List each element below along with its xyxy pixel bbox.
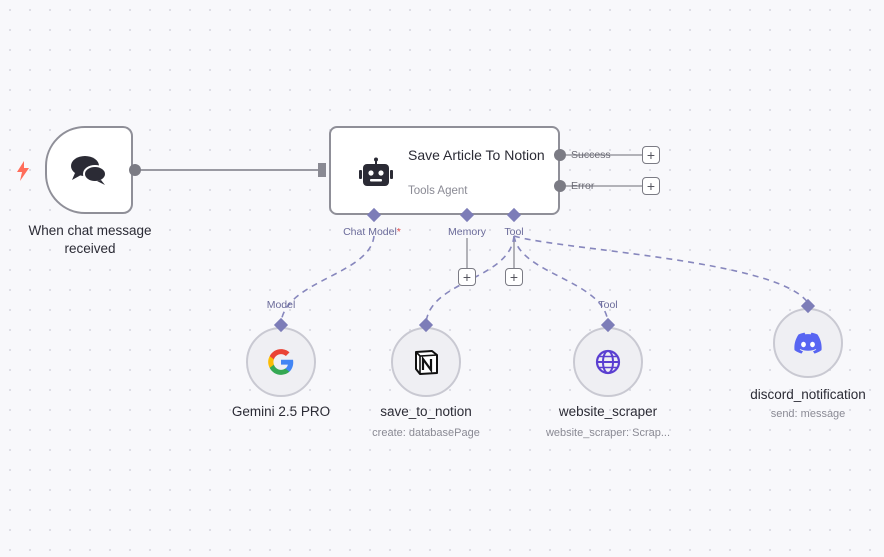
trigger-output-handle[interactable]: [129, 164, 141, 176]
discord-wire: [513, 235, 809, 304]
agent-input-handle[interactable]: [318, 163, 326, 177]
trigger-bolt-icon: [17, 161, 29, 181]
trigger-label-line2: received: [64, 241, 116, 256]
discord-subtitle: send: message: [770, 408, 846, 420]
gemini-label: Gemini 2.5 PRO: [231, 404, 331, 419]
scraper-subtitle: website_scraper: Scrap...: [545, 427, 671, 439]
agent-subtitle: Tools Agent: [408, 185, 468, 197]
robot-icon: [359, 157, 393, 186]
discord-icon: [794, 332, 822, 354]
scraper-tool-handle-label: Tool: [598, 299, 618, 311]
gemini-node[interactable]: [246, 327, 316, 397]
error-label: Error: [571, 180, 595, 192]
add-error-node-button[interactable]: +: [642, 177, 660, 195]
notion-node[interactable]: [391, 327, 461, 397]
gemini-model-handle-label: Model: [266, 299, 296, 311]
success-output-handle[interactable]: [554, 149, 566, 161]
add-memory-button[interactable]: +: [458, 268, 476, 286]
error-output-handle[interactable]: [554, 180, 566, 192]
success-label: Success: [571, 149, 611, 161]
scraper-label: website_scraper: [558, 404, 658, 419]
chat-model-label: Chat Model*: [343, 226, 401, 238]
globe-icon: [595, 349, 621, 375]
add-success-node-button[interactable]: +: [642, 146, 660, 164]
agent-title: Save Article To Notion: [408, 147, 545, 163]
discord-node[interactable]: [773, 308, 843, 378]
chat-bubbles-icon: [71, 156, 107, 185]
add-tool-button[interactable]: +: [505, 268, 523, 286]
scraper-wire: [513, 235, 609, 324]
google-icon: [268, 349, 294, 375]
tools-agent-node[interactable]: Save Article To Notion Tools Agent: [329, 126, 560, 215]
tool-label: Tool: [504, 226, 524, 238]
notion-label: save_to_notion: [380, 404, 472, 419]
memory-label: Memory: [448, 226, 486, 238]
trigger-label-line1: When chat message: [28, 223, 152, 238]
notion-subtitle: create: databasePage: [372, 427, 480, 439]
notion-icon: [415, 350, 438, 375]
website-scraper-node[interactable]: [573, 327, 643, 397]
chat-trigger-node[interactable]: [45, 126, 133, 214]
discord-label: discord_notification: [750, 387, 866, 402]
